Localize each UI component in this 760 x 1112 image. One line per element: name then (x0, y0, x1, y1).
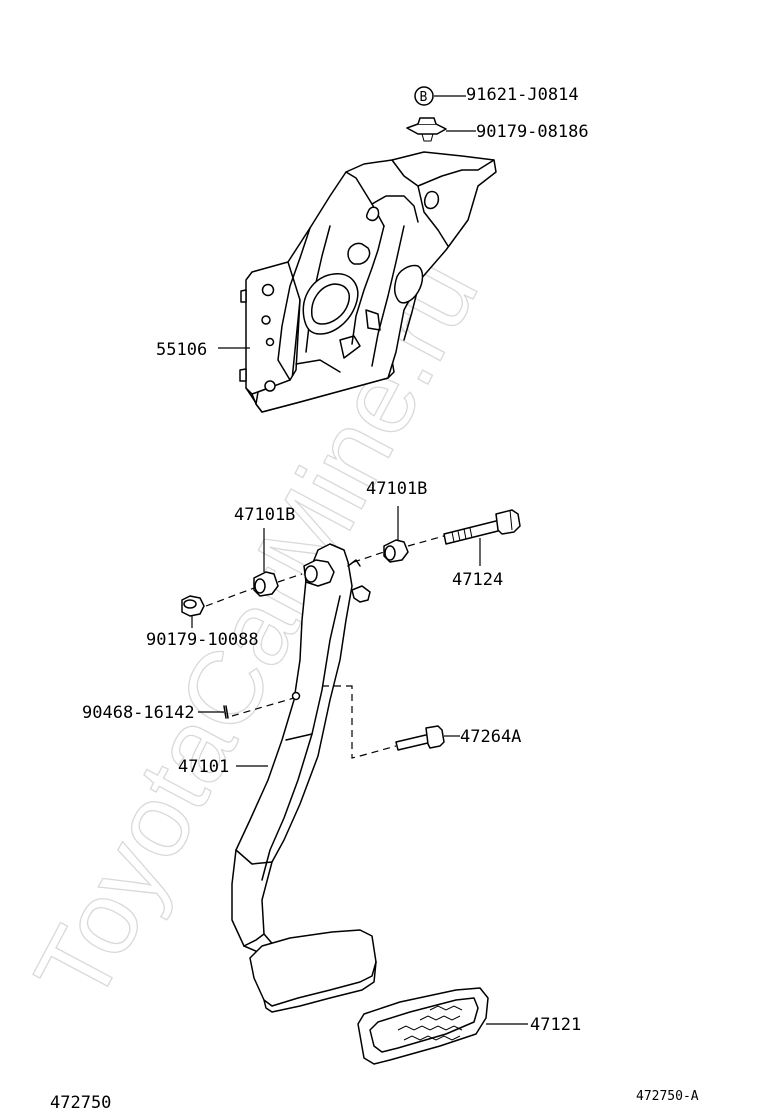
label-47101: 47101 (178, 757, 229, 777)
label-47121: 47121 (530, 1015, 581, 1035)
label-90468-16142: 90468-16142 (82, 703, 195, 723)
label-47101B-top: 47101B (366, 479, 427, 499)
brake-pedal-arm-47101 (231, 543, 371, 953)
nut-90179-08186 (406, 117, 447, 142)
stop-lamp-bolt-47264A (395, 725, 445, 751)
pedal-pad-47121 (357, 987, 489, 1065)
bushing-47101B-left (253, 571, 279, 597)
bolt-47124 (443, 509, 521, 545)
nut-90179-10088 (181, 595, 205, 617)
pedal-bracket-55106 (239, 151, 497, 413)
marker-b: B (420, 90, 428, 105)
pin-90468-16142 (223, 705, 229, 719)
label-47101B-left: 47101B (234, 505, 295, 525)
pedal-pad-base (249, 929, 377, 1013)
label-90179-10088: 90179-10088 (146, 630, 259, 650)
bushing-47101B-right (383, 539, 409, 563)
label-90179-08186: 90179-08186 (476, 122, 589, 142)
footer-left-code: 472750 (50, 1093, 111, 1112)
label-91621-J0814: 91621-J0814 (466, 85, 579, 105)
label-47264A: 47264A (460, 727, 521, 747)
clip-91621: B (414, 86, 434, 106)
footer-right-code: 472750-A (636, 1089, 699, 1104)
label-55106: 55106 (156, 340, 207, 360)
label-47124: 47124 (452, 570, 503, 590)
